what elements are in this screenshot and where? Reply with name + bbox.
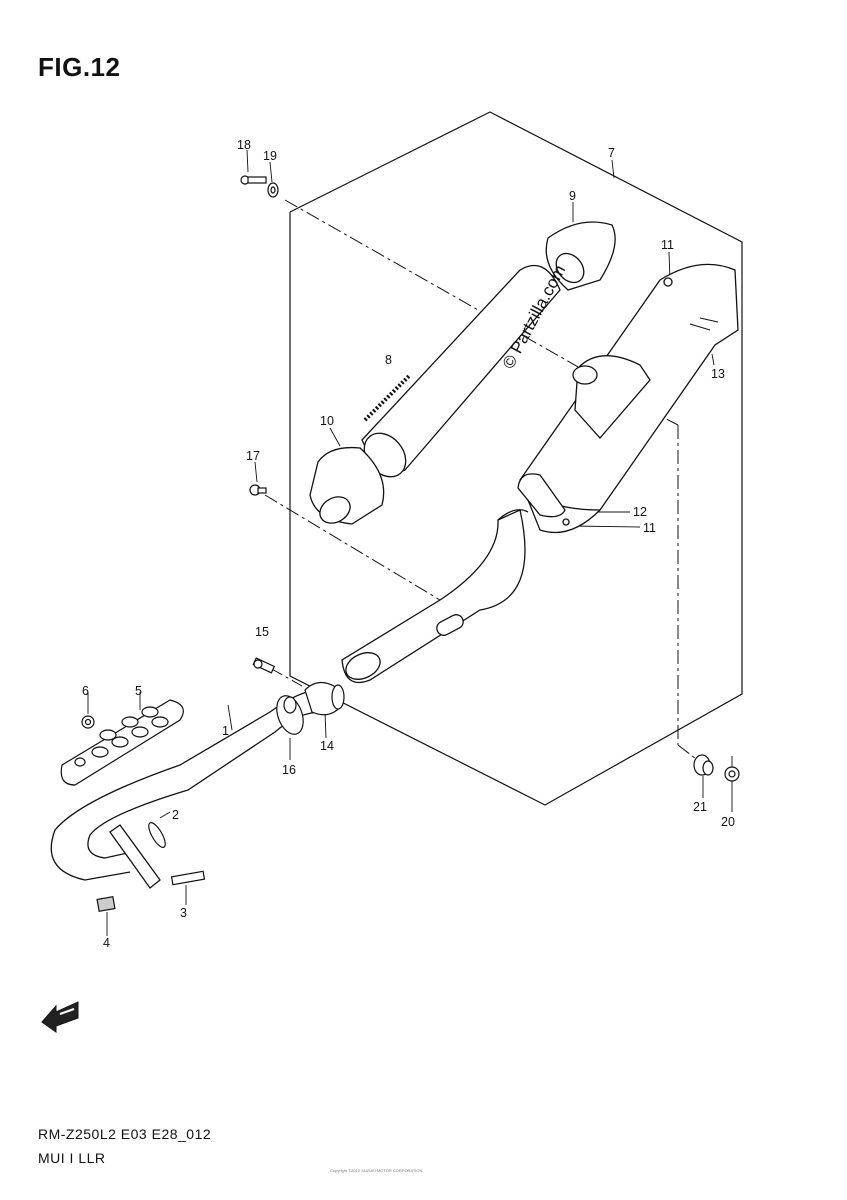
callout-7: 7 [608, 146, 615, 160]
clamp-part [276, 695, 304, 735]
screen-part-13 [689, 317, 719, 331]
section-name: MUI I LLR [38, 1150, 106, 1166]
callout-1: 1 [222, 724, 229, 738]
bolt-part-15 [252, 657, 276, 674]
bolt-part-6 [81, 715, 95, 729]
fwd-arrow-icon [41, 1001, 79, 1033]
callout-6: 6 [82, 684, 89, 698]
callout-18: 18 [237, 138, 251, 152]
bolt-part-17 [249, 484, 267, 496]
callout-3: 3 [180, 906, 187, 920]
exhaust-pipe-part [50, 687, 331, 889]
callout-14: 14 [320, 739, 334, 753]
bolt-part-20 [724, 766, 740, 782]
callout-5: 5 [135, 684, 142, 698]
callout-11-top: 11 [661, 238, 674, 252]
callout-4: 4 [103, 936, 110, 950]
end-cap-rear-part [545, 221, 616, 291]
heat-protector-part [60, 699, 184, 786]
end-cap-front-part [309, 446, 385, 525]
callout-19: 19 [263, 149, 277, 163]
fine-print: Copyright ©2012 SUZUKI MOTOR CORPORATION [330, 1168, 423, 1173]
callout-21: 21 [693, 800, 707, 814]
muffler-body-part [341, 263, 739, 684]
connector-sleeve-part [304, 681, 345, 716]
callout-10: 10 [320, 414, 334, 428]
callout-15: 15 [255, 625, 269, 639]
nut-part [96, 896, 116, 912]
figure-title: FIG.12 [38, 52, 121, 82]
callout-20: 20 [721, 815, 735, 829]
gasket-part [148, 822, 166, 848]
callout-11-bottom: 11 [643, 521, 656, 535]
stud-bolt-part [170, 870, 206, 886]
callout-9: 9 [569, 189, 576, 203]
bolt-part-18 [240, 175, 267, 185]
callout-17: 17 [246, 449, 260, 463]
callout-leaders [87, 149, 733, 936]
washer-part-21 [693, 754, 714, 776]
callout-16: 16 [282, 763, 296, 777]
model-code: RM-Z250L2 E03 E28_012 [38, 1126, 212, 1142]
callout-12: 12 [633, 505, 647, 519]
washer-part-19 [267, 182, 279, 198]
callout-2: 2 [172, 808, 179, 822]
callout-13: 13 [711, 367, 725, 381]
assembly-outline [289, 111, 743, 806]
muffler-shell-part [361, 264, 561, 478]
callout-8: 8 [385, 353, 392, 367]
